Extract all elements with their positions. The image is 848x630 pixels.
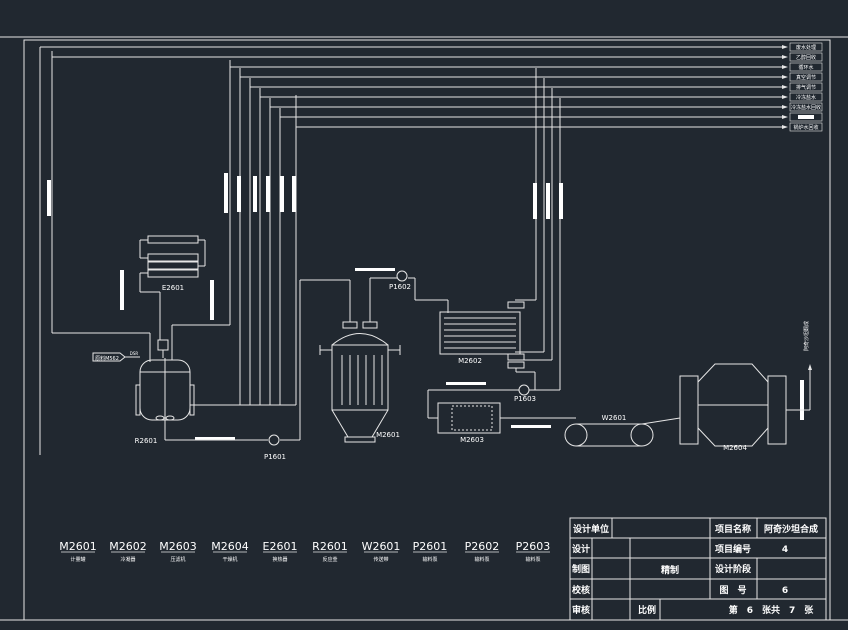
header-label: 乙醇回收 [796, 54, 816, 61]
drawing-no-label: 图 号 [719, 585, 746, 596]
header-label-box [789, 72, 823, 82]
header-label: 冷冻盐水 [796, 94, 816, 101]
legend-code: P2602 [465, 540, 500, 553]
right-vertical-label: 阿奇沙坦酮成 [803, 321, 810, 351]
label-p1601: P1601 [264, 453, 286, 461]
header-arrow [782, 65, 788, 69]
review-label: 审核 [572, 604, 590, 616]
header-label: 真空调节 [796, 74, 816, 81]
label-p1603: P1603 [514, 395, 536, 403]
design-label: 设计 [572, 543, 590, 555]
conveyor-w2601 [505, 417, 681, 447]
project-name-value: 阿奇沙坦合成 [764, 523, 818, 535]
legend-code: P2603 [516, 540, 551, 553]
header-label-box [789, 122, 823, 132]
header-label: 锅炉水回收 [793, 124, 818, 131]
header-label: 循环水 [798, 64, 813, 71]
condenser-m2602 [439, 301, 536, 390]
header-label: 冷冻盐水回收 [791, 104, 821, 111]
scale-label: 比例 [638, 604, 656, 616]
header-label-box [789, 112, 823, 122]
header-arrow [782, 125, 788, 129]
pump-p1602 [396, 270, 408, 282]
project-no-label: 项目编号 [715, 543, 751, 555]
header-arrow [782, 95, 788, 99]
utility-headers [40, 46, 782, 128]
legend-name: 计量罐 [70, 556, 85, 563]
sheet-text: 第 6 张共 7 张 [729, 604, 815, 616]
legend-code: M2604 [211, 540, 249, 553]
header-arrow [782, 45, 788, 49]
valve-markers [47, 173, 804, 440]
label-e2601: E2601 [162, 284, 184, 292]
header-label-box [789, 82, 823, 92]
inlet-tag: 原料M562 [95, 355, 119, 362]
legend-name: 输料泵 [525, 556, 540, 563]
outlet-arrow [808, 364, 812, 370]
legend-code: W2601 [362, 540, 401, 553]
title-block-text: 设计单位 设计 制图 校核 审核 精制 比例 项目名称 阿奇沙坦合成 项目编号 … [572, 523, 818, 616]
project-no-value: 4 [782, 545, 788, 555]
pump-p1601 [268, 434, 280, 446]
label-m2601: M2601 [376, 431, 400, 439]
legend-name: 反应釜 [322, 556, 337, 563]
label-p1602: P1602 [389, 283, 411, 291]
reactor-r2601 [135, 279, 351, 441]
pump-p1603 [427, 384, 560, 419]
draw-label: 制图 [572, 563, 590, 575]
header-label-box [789, 42, 823, 52]
header-label-blank [798, 115, 814, 119]
label-w2601: W2601 [602, 414, 627, 422]
legend-name: 换热器 [272, 556, 287, 563]
header-arrow [782, 115, 788, 119]
title-block [569, 517, 827, 621]
header-arrow [782, 85, 788, 89]
design-unit-label: 设计单位 [573, 523, 609, 535]
inlet-arrow [92, 352, 140, 362]
legend-code: E2601 [263, 540, 298, 553]
inlet-small: DSR [130, 351, 139, 356]
legend-name: 传送带 [373, 556, 388, 563]
filter-m2603 [437, 402, 505, 434]
legend-name: 输料泵 [422, 556, 437, 563]
legend-code: M2603 [159, 540, 197, 553]
project-name-label: 项目名称 [715, 523, 751, 535]
header-label-box [789, 52, 823, 62]
header-arrow [782, 55, 788, 59]
header-label-box [789, 92, 823, 102]
header-arrow [782, 75, 788, 79]
legend-code: P2601 [413, 540, 448, 553]
label-m2602: M2602 [458, 357, 482, 365]
header-label: 排气调节 [796, 84, 816, 91]
vessel-m2601 [319, 277, 449, 443]
legend-name: 压滤机 [170, 556, 185, 563]
legend-code: M2601 [59, 540, 97, 553]
equipment-legend: M2601 计量罐 M2602 冷凝器 M2603 压滤机 M2604 干燥机 E2601 换热器… [59, 540, 550, 563]
header-label-box [789, 62, 823, 72]
header-arrow [782, 105, 788, 109]
label-m2604: M2604 [723, 444, 747, 452]
label-r2601: R2601 [135, 437, 158, 445]
center-label: 精制 [661, 564, 679, 576]
legend-code: R2601 [312, 540, 348, 553]
drawing-no-value: 6 [782, 586, 788, 596]
label-m2603: M2603 [460, 436, 484, 444]
header-label: 废水处理 [796, 44, 816, 51]
legend-name: 冷凝器 [120, 556, 135, 563]
header-label-box [789, 102, 823, 112]
legend-code: M2602 [109, 540, 147, 553]
legend-name: 干燥机 [222, 556, 237, 563]
dryer-m2604 [679, 363, 811, 447]
check-label: 校核 [572, 584, 590, 596]
legend-name: 输料泵 [474, 556, 489, 563]
heat-exchanger-e2601 [139, 235, 206, 340]
design-stage-label: 设计阶段 [715, 563, 752, 575]
